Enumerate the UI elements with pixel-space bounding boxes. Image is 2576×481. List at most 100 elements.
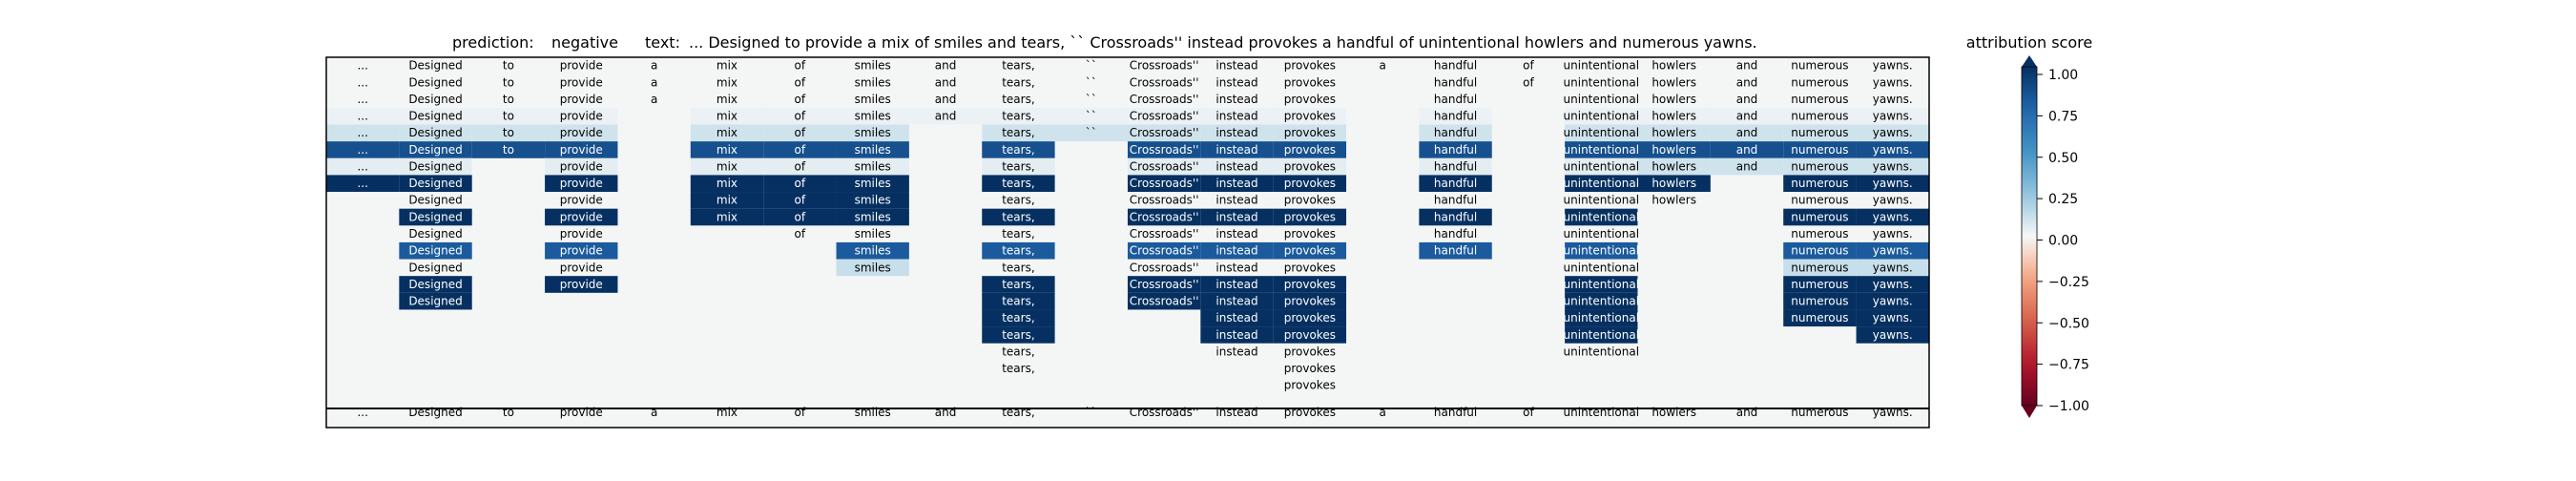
- heatmap-token-label: numerous: [1791, 244, 1848, 258]
- heatmap-token-label: provokes: [1284, 278, 1336, 291]
- heatmap-token-label: Designed: [408, 194, 462, 207]
- heatmap-cell: [690, 124, 764, 142]
- heatmap-token-label: Designed: [408, 261, 462, 274]
- heatmap-token-label: provokes: [1284, 244, 1336, 258]
- heatmap-token-label: Designed: [408, 59, 462, 73]
- heatmap-token-label: instead: [1215, 177, 1257, 190]
- footer-token-label: numerous: [1791, 406, 1848, 419]
- heatmap-token-label: yawns.: [1873, 261, 1913, 274]
- heatmap-token-label: numerous: [1791, 194, 1848, 207]
- text-label: text:: [645, 33, 680, 52]
- heatmap-cell: [1200, 276, 1274, 293]
- heatmap-token-label: provokes: [1284, 194, 1336, 207]
- heatmap-token-label: Crossroads'': [1130, 59, 1199, 73]
- heatmap-cell: [1856, 259, 1929, 277]
- heatmap-token-label: tears,: [1002, 345, 1034, 358]
- heatmap-token-label: yawns.: [1873, 59, 1913, 73]
- heatmap-token-label: unintentional: [1564, 110, 1640, 123]
- heatmap-token-label: provokes: [1284, 311, 1336, 324]
- heatmap-token-label: Crossroads'': [1130, 278, 1199, 291]
- heatmap-cell: [1273, 276, 1347, 293]
- heatmap-cell: [1783, 276, 1857, 293]
- heatmap-cell: [982, 241, 1055, 260]
- heatmap-token-label: yawns.: [1873, 194, 1913, 207]
- heatmap-cell: [471, 141, 546, 158]
- heatmap-token-label: Designed: [408, 110, 462, 123]
- heatmap-cell: [1200, 309, 1274, 327]
- heatmap-cell: [1273, 124, 1347, 142]
- heatmap-token-label: handful: [1434, 93, 1477, 106]
- heatmap-token-label: instead: [1215, 143, 1257, 157]
- heatmap-cell: [1419, 141, 1492, 158]
- heatmap-cell: [836, 241, 909, 260]
- heatmap-cell: [836, 107, 909, 125]
- heatmap-token-label: provide: [560, 93, 603, 106]
- heatmap-cell: [471, 107, 546, 125]
- heatmap-token-label: numerous: [1791, 93, 1848, 106]
- heatmap-token-label: Crossroads'': [1130, 110, 1199, 123]
- heatmap-cell: [326, 157, 400, 176]
- heatmap-token-label: tears,: [1002, 278, 1034, 291]
- heatmap-cell: [1565, 107, 1638, 125]
- heatmap-token-label: of: [795, 110, 806, 123]
- heatmap-token-label: instead: [1215, 59, 1257, 73]
- heatmap-cell: [545, 141, 618, 158]
- heatmap-token-label: unintentional: [1564, 75, 1640, 89]
- heatmap-token-label: unintentional: [1564, 159, 1640, 173]
- heatmap-token-label: smiles: [855, 261, 891, 274]
- heatmap-token-label: unintentional: [1564, 328, 1640, 342]
- heatmap-token-label: provokes: [1284, 126, 1336, 139]
- heatmap-cell: [982, 141, 1055, 158]
- heatmap-token-label: instead: [1215, 278, 1257, 291]
- heatmap-token-label: ...: [357, 177, 367, 190]
- heatmap-token-label: Designed: [408, 210, 462, 223]
- heatmap-token-label: numerous: [1791, 143, 1848, 157]
- footer-token-label: instead: [1215, 406, 1257, 419]
- heatmap-cell: [1565, 124, 1638, 142]
- heatmap-token-label: howlers: [1652, 110, 1696, 123]
- heatmap-token-label: tears,: [1002, 210, 1034, 223]
- colorbar-tick-label: 1.00: [2048, 68, 2078, 83]
- heatmap-token-label: Crossroads'': [1130, 177, 1199, 190]
- heatmap-cell: [1710, 141, 1784, 158]
- heatmap-token-label: instead: [1215, 75, 1257, 89]
- heatmap-token-label: provokes: [1284, 93, 1336, 106]
- heatmap-token-label: of: [795, 227, 806, 240]
- heatmap-token-label: unintentional: [1564, 59, 1640, 73]
- prediction-value: negative: [551, 33, 618, 52]
- heatmap-token-label: unintentional: [1564, 227, 1640, 240]
- heatmap-cell: [1856, 292, 1929, 310]
- heatmap-token-label: provide: [560, 110, 603, 123]
- heatmap-cell: [1856, 241, 1929, 260]
- footer-token-label: Crossroads'': [1130, 406, 1199, 419]
- heatmap-token-label: and: [1736, 110, 1758, 123]
- heatmap-token-label: a: [651, 75, 657, 89]
- heatmap-token-label: Crossroads'': [1130, 227, 1199, 240]
- heatmap-token-label: tears,: [1002, 143, 1034, 157]
- heatmap-cell: [1200, 141, 1274, 158]
- heatmap-cell: [1856, 326, 1929, 344]
- heatmap-cell: [1783, 309, 1857, 327]
- heatmap-token-label: numerous: [1791, 159, 1848, 173]
- heatmap-token-label: yawns.: [1873, 227, 1913, 240]
- heatmap-cell: [763, 192, 837, 209]
- heatmap-token-label: ``: [1086, 93, 1097, 106]
- heatmap-token-label: tears,: [1002, 328, 1034, 342]
- heatmap-cell: [1200, 208, 1274, 226]
- heatmap-token-label: handful: [1434, 110, 1477, 123]
- heatmap-token-label: numerous: [1791, 295, 1848, 308]
- heatmap-cell: [1710, 157, 1784, 176]
- heatmap-token-label: and: [1736, 75, 1758, 89]
- heatmap-token-label: mix: [717, 75, 737, 89]
- heatmap-token-label: mix: [717, 59, 737, 73]
- heatmap-cell: [1200, 107, 1274, 125]
- heatmap-cell: [982, 124, 1055, 142]
- heatmap-token-label: Crossroads'': [1130, 244, 1199, 258]
- footer-token-label: ``: [1086, 406, 1097, 419]
- heatmap-cell: [1783, 124, 1857, 142]
- footer-token-label: tears,: [1002, 406, 1034, 419]
- footer-token-label: unintentional: [1564, 406, 1640, 419]
- heatmap-token-label: smiles: [855, 194, 891, 207]
- text-value: ... Designed to provide a mix of smiles …: [689, 33, 1757, 52]
- heatmap-token-label: smiles: [855, 75, 891, 89]
